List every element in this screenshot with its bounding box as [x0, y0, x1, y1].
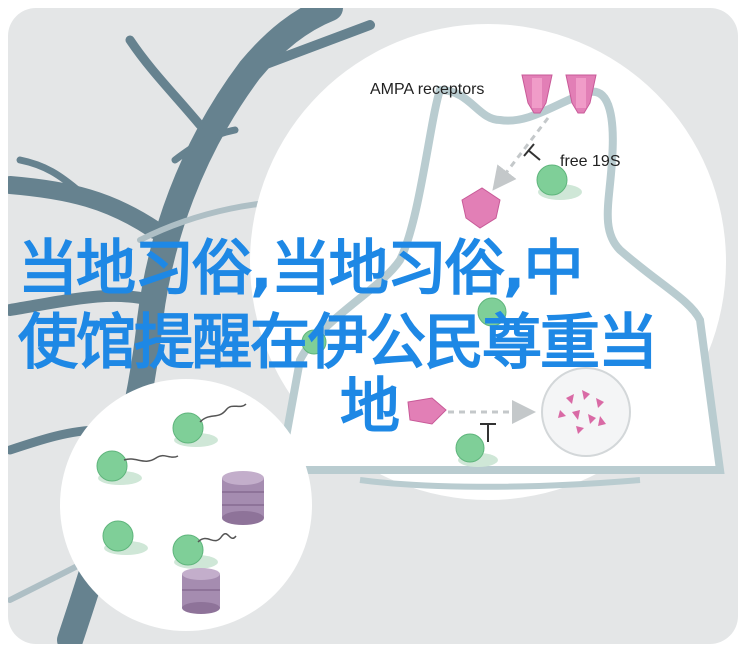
proteasome-cluster [96, 403, 264, 614]
receptor-bottom-icon [407, 397, 447, 425]
trafficking-arrows [448, 117, 550, 424]
inhibition-arrow-bottom-icon [480, 423, 496, 442]
free-19s-label: free 19S [560, 153, 620, 170]
ampa-receptor-icon [521, 74, 597, 114]
proteasome-bottom-icon [455, 433, 498, 467]
headline-line-2: 使馆提醒在伊公民尊重当 [18, 308, 658, 378]
proteasome-mid-icon [301, 297, 507, 355]
proteasome-zoom-circle [60, 379, 312, 631]
degradation-circle [541, 367, 631, 457]
headline-line-1: 当地习俗,当地习俗,中 [18, 234, 584, 304]
proteasome-cylinder-icon [222, 471, 264, 525]
free-19s-proteasome-icon [536, 164, 582, 200]
internalized-receptor-icon [461, 187, 501, 229]
inhibition-arrow-icon [523, 143, 541, 161]
lower-membrane-line [359, 477, 641, 490]
ampa-receptors-label: AMPA receptors [370, 81, 484, 98]
degraded-fragments-icon [558, 390, 606, 434]
proteasome-cylinder-icon [182, 568, 220, 614]
headline-line-3: 地 [340, 372, 400, 442]
